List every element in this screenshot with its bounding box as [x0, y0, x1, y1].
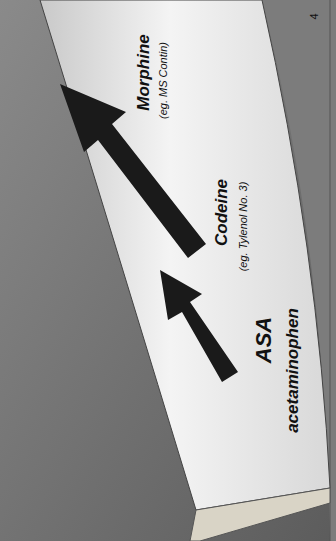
drug-name: acetaminophen	[283, 308, 300, 433]
step-arrow	[160, 270, 238, 382]
step-arrow	[60, 84, 206, 258]
drug-name: ASA	[253, 317, 275, 363]
band-edge	[190, 488, 330, 541]
example-note: (eg. Tylenol No. 3)	[238, 181, 249, 271]
drug-name: Codeine	[214, 178, 231, 245]
page-number: 4	[309, 13, 320, 19]
example-note: (eg. MS Contin)	[159, 41, 170, 118]
curved-band	[40, 0, 330, 510]
frame-line	[330, 0, 331, 541]
drug-name: Morphine	[135, 34, 152, 111]
